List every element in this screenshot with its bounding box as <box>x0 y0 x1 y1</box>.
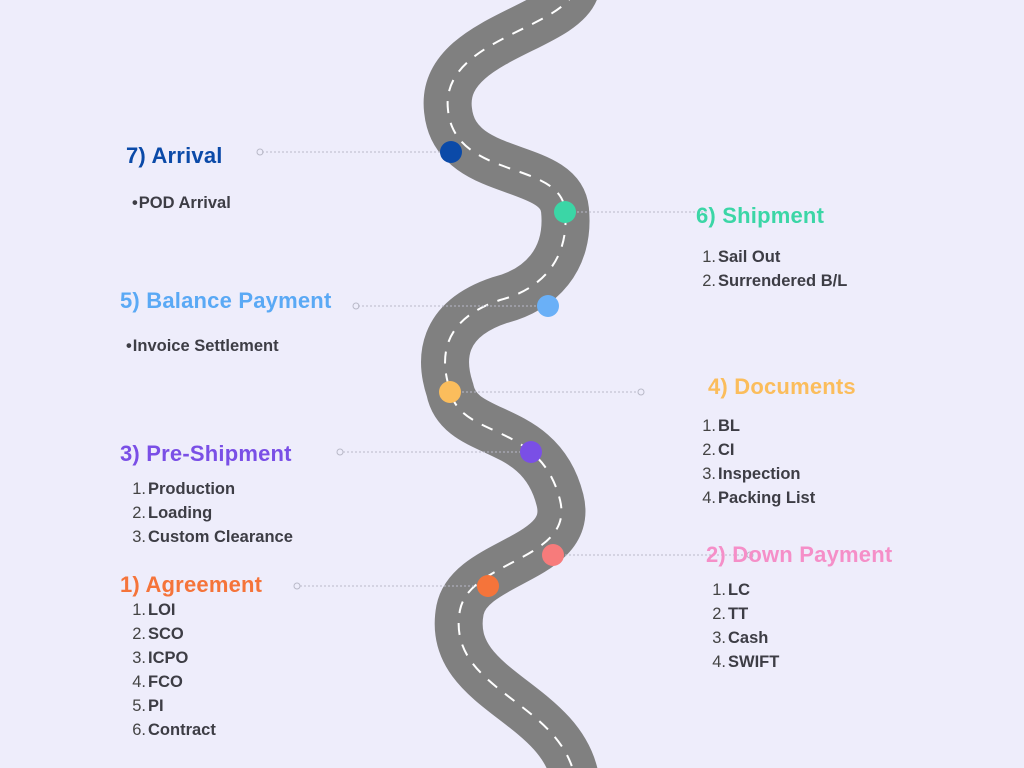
connector-lines <box>256 148 754 590</box>
milestone-markers <box>439 141 576 597</box>
bullet-icon: • <box>126 337 132 355</box>
step-balance-payment: 5) Balance Payment •Invoice Settlement <box>120 288 331 358</box>
step-items: 1.BL 2.CI 3.Inspection 4.Packing List <box>700 414 856 510</box>
road-asphalt <box>421 0 598 768</box>
step-title: 6) Shipment <box>696 203 825 228</box>
step-title: 4) Documents <box>708 374 856 399</box>
list-item: 3.ICPO <box>132 649 189 667</box>
winding-road <box>421 0 598 768</box>
list-item: 2.SCO <box>132 625 184 643</box>
connector-end-arrival <box>256 148 264 156</box>
step-shipment: 6) Shipment 1.Sail Out 2.Surrendered B/L <box>696 203 847 293</box>
list-item: 4.SWIFT <box>712 653 780 671</box>
list-item: •Invoice Settlement <box>126 334 331 358</box>
list-item: 1.LC <box>712 581 750 599</box>
step-documents: 4) Documents 1.BL 2.CI 3.Inspection 4.Pa… <box>702 374 856 510</box>
list-item: 3.Cash <box>712 629 769 647</box>
connector-end-down-payment <box>746 551 754 559</box>
milestone-marker-agreement <box>477 575 499 597</box>
connector-end-balance-payment <box>352 302 360 310</box>
list-item: 4.Packing List <box>702 489 816 507</box>
milestone-marker-pre-shipment <box>520 441 542 463</box>
list-item: 1.LOI <box>132 601 176 619</box>
connector-end-pre-shipment <box>336 448 344 456</box>
step-items: •POD Arrival <box>132 191 231 215</box>
step-down-payment: 2) Down Payment 1.LC 2.TT 3.Cash 4.SWIFT <box>706 542 892 674</box>
step-items: 1.Production 2.Loading 3.Custom Clearanc… <box>130 477 293 549</box>
list-item: 5.PI <box>132 697 164 715</box>
connector-end-documents <box>637 388 645 396</box>
list-item: 3.Custom Clearance <box>132 528 293 546</box>
milestone-marker-arrival <box>440 141 462 163</box>
bullet-icon: • <box>132 194 138 212</box>
step-items: 1.LOI 2.SCO 3.ICPO 4.FCO 5.PI 6.Contract <box>130 598 262 742</box>
step-items: 1.LC 2.TT 3.Cash 4.SWIFT <box>710 578 892 674</box>
step-title: 5) Balance Payment <box>120 288 332 313</box>
milestone-marker-down-payment <box>542 544 564 566</box>
connector-end-agreement <box>293 582 301 590</box>
step-title: 1) Agreement <box>120 572 263 597</box>
list-item: 1.Sail Out <box>702 248 781 266</box>
step-title: 7) Arrival <box>126 143 223 168</box>
step-items: 1.Sail Out 2.Surrendered B/L <box>700 245 847 293</box>
list-item: 2.TT <box>712 605 749 623</box>
list-item: 2.CI <box>702 441 735 459</box>
milestone-marker-balance-payment <box>537 295 559 317</box>
road-lane-marking <box>444 0 574 768</box>
list-item: 1.Production <box>132 480 236 498</box>
list-item: 2.Loading <box>132 504 213 522</box>
step-items: •Invoice Settlement <box>126 334 331 358</box>
list-item: 2.Surrendered B/L <box>702 272 848 290</box>
step-arrival: 7) Arrival •POD Arrival <box>126 143 231 215</box>
list-item: 4.FCO <box>132 673 183 691</box>
list-item: •POD Arrival <box>132 191 231 215</box>
milestone-marker-documents <box>439 381 461 403</box>
step-pre-shipment: 3) Pre-Shipment 1.Production 2.Loading 3… <box>120 441 293 549</box>
list-item: 3.Inspection <box>702 465 801 483</box>
step-agreement: 1) Agreement 1.LOI 2.SCO 3.ICPO 4.FCO 5.… <box>120 572 262 742</box>
step-title: 3) Pre-Shipment <box>120 441 292 466</box>
step-title: 2) Down Payment <box>706 542 893 567</box>
list-item: 1.BL <box>702 417 740 435</box>
list-item: 6.Contract <box>132 721 216 739</box>
milestone-marker-shipment <box>554 201 576 223</box>
